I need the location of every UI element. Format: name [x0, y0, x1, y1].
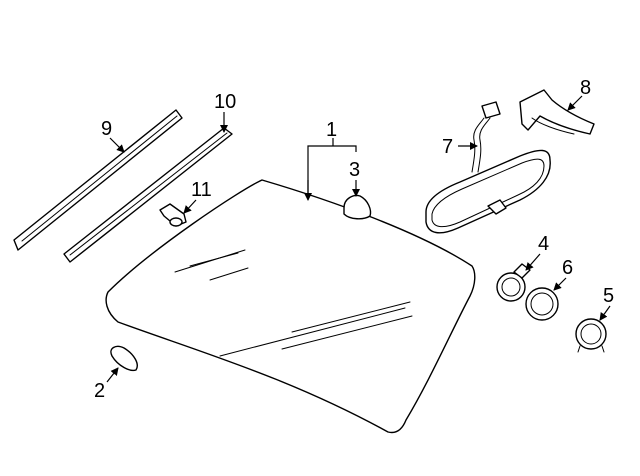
sensor-cover: [343, 194, 372, 220]
callout-6: 6: [562, 257, 573, 279]
callout-9: 9: [101, 118, 112, 140]
rearview-mirror: [425, 101, 551, 234]
callout-7: 7: [442, 136, 453, 158]
callout-11: 11: [191, 179, 212, 201]
mirror-cover: [519, 89, 595, 135]
sensor-ring-6: [525, 287, 559, 321]
callout-5: 5: [603, 285, 614, 307]
callout-10: 10: [214, 91, 236, 113]
callout-8: 8: [580, 77, 591, 99]
callout-4: 4: [538, 233, 549, 255]
clip: [159, 203, 187, 227]
callout-1: 1: [326, 119, 337, 141]
left-moulding: [13, 109, 183, 251]
pillar-moulding: [63, 127, 233, 263]
callout-2: 2: [94, 380, 105, 402]
leader-lines: [106, 95, 611, 383]
sensor-ring-5: [575, 318, 607, 353]
mirror-bracket: [110, 345, 138, 372]
callout-3: 3: [349, 159, 360, 181]
sensor-ring-4: [496, 263, 531, 302]
windshield: [105, 179, 476, 434]
